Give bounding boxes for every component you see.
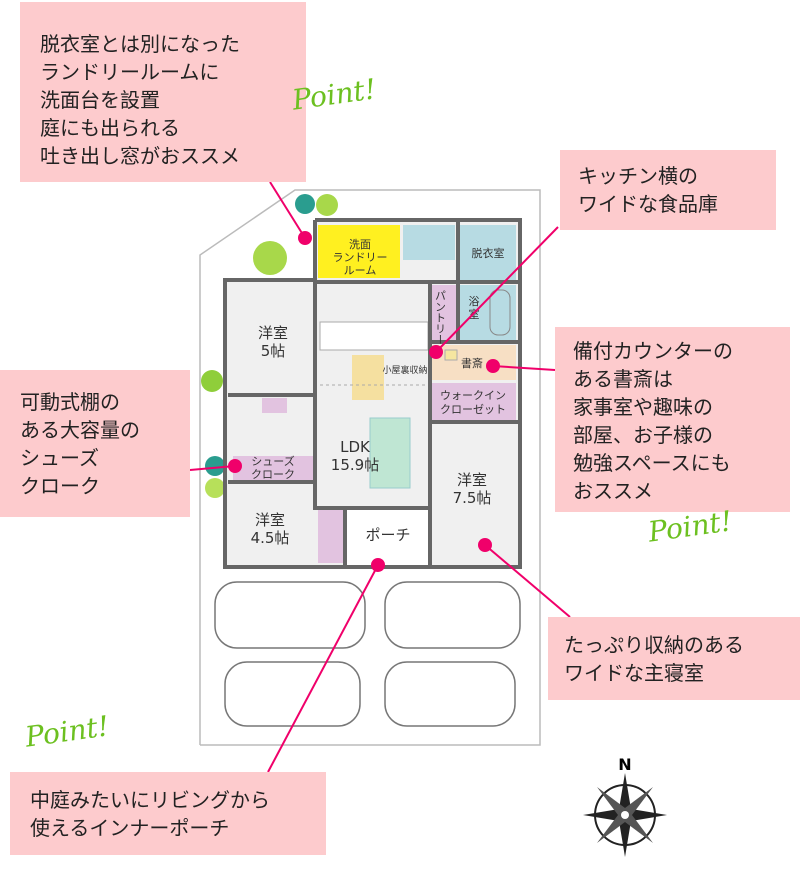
lot-boundary: [199, 189, 541, 746]
wic-label-2: クローゼット: [440, 403, 506, 416]
callout-text: ワイドな食品庫: [578, 192, 718, 216]
pantry-label: パントリー: [434, 290, 447, 345]
callout-pantry: キッチン横の ワイドな食品庫: [560, 150, 776, 230]
ldk-label-1: LDK: [340, 438, 371, 456]
study-label: 書斎: [461, 356, 483, 370]
callout-bedroom: たっぷり収納のある ワイドな主寝室: [548, 617, 800, 700]
porch-label: ポーチ: [365, 526, 410, 544]
bathroom: [460, 285, 516, 340]
callout-text: 中庭みたいにリビングから: [30, 788, 270, 812]
callout-text: 吐き出し窓がおススメ: [40, 144, 240, 168]
callout-text: ランドリールームに: [40, 60, 220, 84]
callout-text: 備付カウンターの: [573, 339, 733, 363]
walk-in-closet: [430, 383, 516, 420]
toilet: [403, 225, 455, 260]
callout-text: たっぷり収納のある: [564, 633, 744, 657]
laundry-room: [318, 225, 400, 278]
compass-icon: [583, 773, 667, 857]
callout-text: 使えるインナーポーチ: [30, 816, 230, 840]
trees: [201, 194, 338, 498]
callout-text: 勉強スペースにも: [573, 451, 731, 475]
laundry-label-3: ルーム: [344, 264, 377, 277]
callout-text: 家事室や趣味の: [573, 395, 713, 419]
callout-study: 備付カウンターの ある書斎は 家事室や趣味の 部屋、お子様の 勉強スペースにも …: [555, 327, 790, 512]
callout-porch: 中庭みたいにリビングから 使えるインナーポーチ: [10, 772, 326, 855]
room45-label-2: 4.5帖: [251, 529, 290, 547]
dressing-room: [460, 225, 516, 280]
attic-label: 小屋裏収納: [382, 364, 427, 376]
compass-north-label: N: [618, 755, 631, 774]
callout-text: 脱衣室とは別になった: [40, 32, 240, 56]
porch: [346, 510, 430, 565]
callout-text: 可動式棚の: [20, 390, 120, 414]
bath-label-1: 浴: [469, 295, 480, 308]
callout-shoes: 可動式棚の ある大容量の シューズ クローク: [0, 370, 190, 517]
callout-text: キッチン横の: [578, 164, 698, 188]
room5-label-2: 5帖: [261, 342, 286, 360]
room75-label-2: 7.5帖: [453, 489, 492, 507]
dressing-label: 脱衣室: [472, 246, 505, 260]
shoe-label-1: シューズ: [251, 454, 294, 468]
callout-text: 庭にも出られる: [40, 116, 180, 140]
callout-text: クローク: [20, 474, 100, 498]
callout-text: ある書斎は: [573, 367, 673, 391]
room75-label-1: 洋室: [457, 471, 487, 489]
shoe-label-2: クローク: [251, 468, 295, 481]
leader-lines: [189, 181, 571, 773]
laundry-label-2: ランドリー: [333, 251, 388, 264]
wic-label-1: ウォークイン: [440, 389, 506, 402]
room45-label-1: 洋室: [255, 511, 285, 529]
laundry-label-1: 洗面: [349, 238, 371, 251]
callout-text: おススメ: [573, 479, 653, 503]
room5-label-1: 洋室: [258, 324, 288, 342]
callout-text: 洗面台を設置: [40, 88, 160, 112]
callout-text: 部屋、お子様の: [573, 423, 713, 447]
study: [430, 345, 516, 380]
parking-cars: [214, 581, 521, 727]
storage: [318, 510, 343, 563]
marker-dots: [228, 231, 500, 572]
pantry: [430, 285, 457, 340]
callout-text: ある大容量の: [20, 418, 140, 442]
shoe-cloak: [233, 456, 315, 481]
callout-text: シューズ: [20, 446, 99, 470]
callout-laundry: 脱衣室とは別になった ランドリールームに 洗面台を設置 庭にも出られる 吐き出し…: [20, 2, 306, 182]
ldk-label-2: 15.9帖: [331, 456, 379, 474]
callout-text: ワイドな主寝室: [564, 661, 704, 685]
